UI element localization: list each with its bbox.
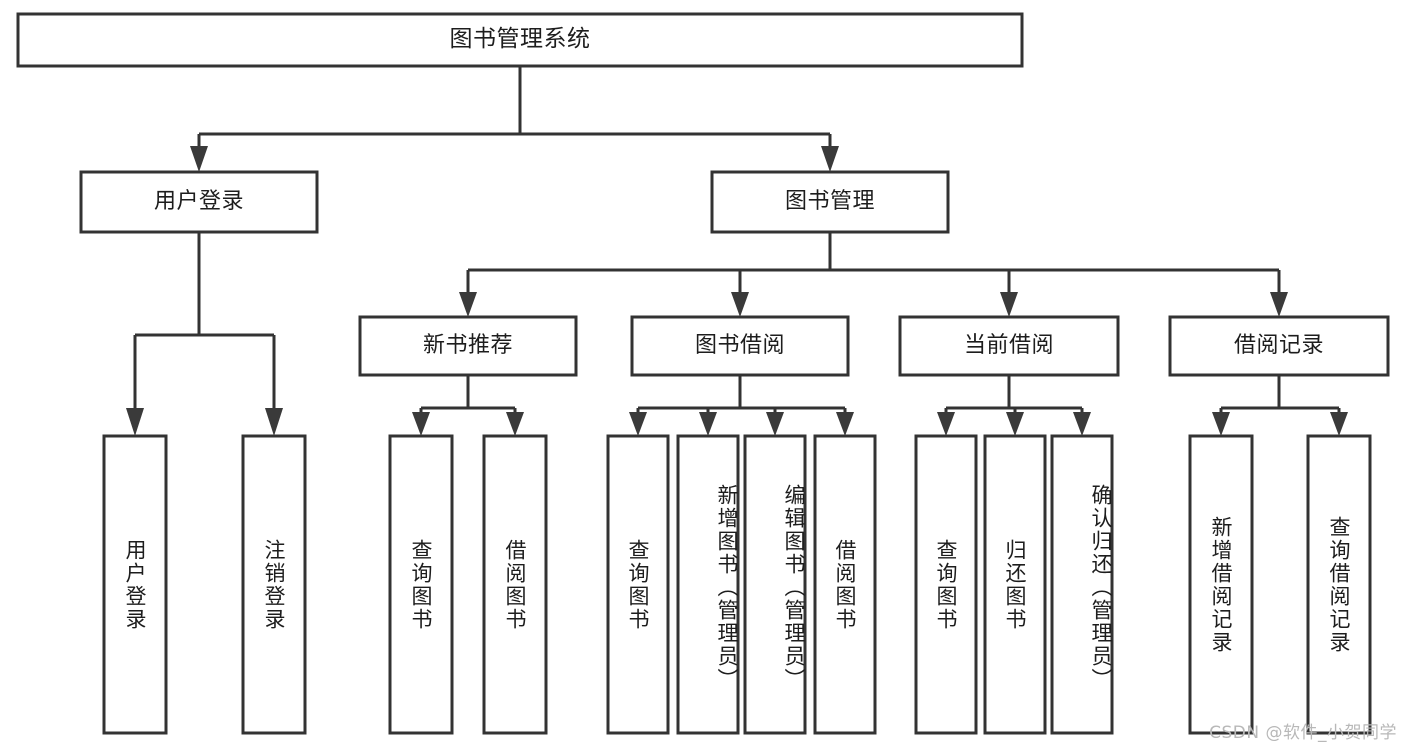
arrow-head-icon (1270, 292, 1288, 317)
arrow-head-icon (699, 412, 717, 436)
node-box-leaf[interactable] (813, 434, 877, 735)
arrow-head-icon (937, 412, 955, 436)
arrow-head-icon (190, 146, 208, 172)
node-box-leaf[interactable] (606, 434, 670, 735)
arrow-head-icon (1000, 292, 1018, 317)
arrow-head-icon (836, 412, 854, 436)
node-box-book-management[interactable] (710, 170, 950, 234)
arrow-head-icon (1212, 412, 1230, 436)
node-box-leaf[interactable] (743, 434, 807, 735)
node-box-book-borrow[interactable] (630, 315, 850, 377)
node-box-new-book-recommend[interactable] (358, 315, 578, 377)
node-box-leaf[interactable] (676, 434, 740, 735)
arrow-head-icon (1330, 412, 1348, 436)
arrow-head-icon (766, 412, 784, 436)
arrow-head-icon (412, 412, 430, 436)
arrow-head-icon (821, 146, 839, 172)
arrow-head-icon (126, 408, 144, 436)
arrow-head-icon (731, 292, 749, 317)
arrow-head-icon (1006, 412, 1024, 436)
node-box-leaf[interactable] (482, 434, 548, 735)
node-box-current-borrow[interactable] (898, 315, 1120, 377)
node-box-user-login[interactable] (79, 170, 319, 234)
node-box-leaf[interactable] (1050, 434, 1114, 735)
arrow-head-icon (506, 412, 524, 436)
arrow-head-icon (459, 292, 477, 317)
node-box-borrow-records[interactable] (1168, 315, 1390, 377)
watermark-text: CSDN @软件_小贺同学 (1209, 723, 1397, 743)
node-box-leaf[interactable] (983, 434, 1047, 735)
arrow-head-icon (265, 408, 283, 436)
node-box-leaf[interactable] (1188, 434, 1254, 735)
arrow-head-icon (1073, 412, 1091, 436)
arrow-head-icon (629, 412, 647, 436)
node-box-root[interactable] (16, 12, 1024, 68)
node-box-leaf[interactable] (1306, 434, 1372, 735)
node-box-leaf[interactable] (241, 434, 307, 735)
node-box-leaf[interactable] (914, 434, 978, 735)
node-box-leaf[interactable] (388, 434, 454, 735)
node-box-leaf[interactable] (102, 434, 168, 735)
